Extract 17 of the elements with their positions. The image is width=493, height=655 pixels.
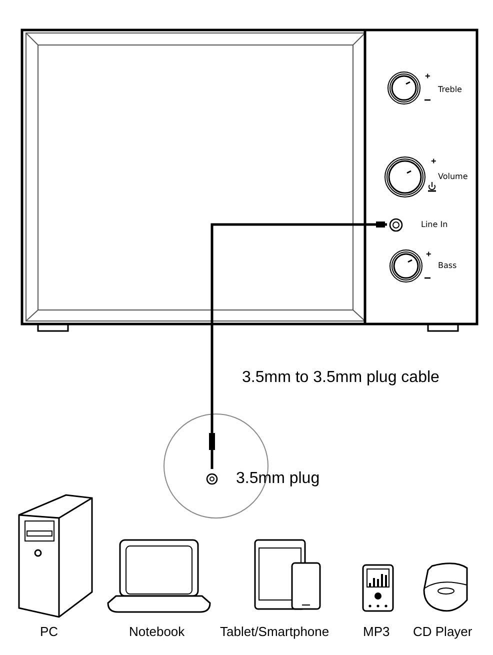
plus-sign: + [426, 250, 432, 259]
plus-sign: + [431, 157, 436, 166]
device-label: Tablet/Smartphone [220, 625, 330, 638]
device-label: CD Player [413, 625, 472, 638]
minus-sign: − [424, 94, 432, 106]
cable [209, 222, 387, 469]
device-label: Notebook [129, 625, 185, 638]
device-label: PC [40, 625, 58, 638]
edge-label: 3.5mm to 3.5mm plug cable [242, 370, 440, 386]
control-label: Bass [438, 262, 457, 270]
control-label: Treble [438, 86, 462, 94]
jack-label: 3.5mm plug [236, 471, 320, 487]
device-label: MP3 [363, 625, 390, 638]
jack-label: Line In [421, 220, 448, 228]
control-label: Volume [438, 173, 468, 181]
plus-sign: + [425, 72, 430, 81]
minus-sign: − [424, 272, 432, 284]
